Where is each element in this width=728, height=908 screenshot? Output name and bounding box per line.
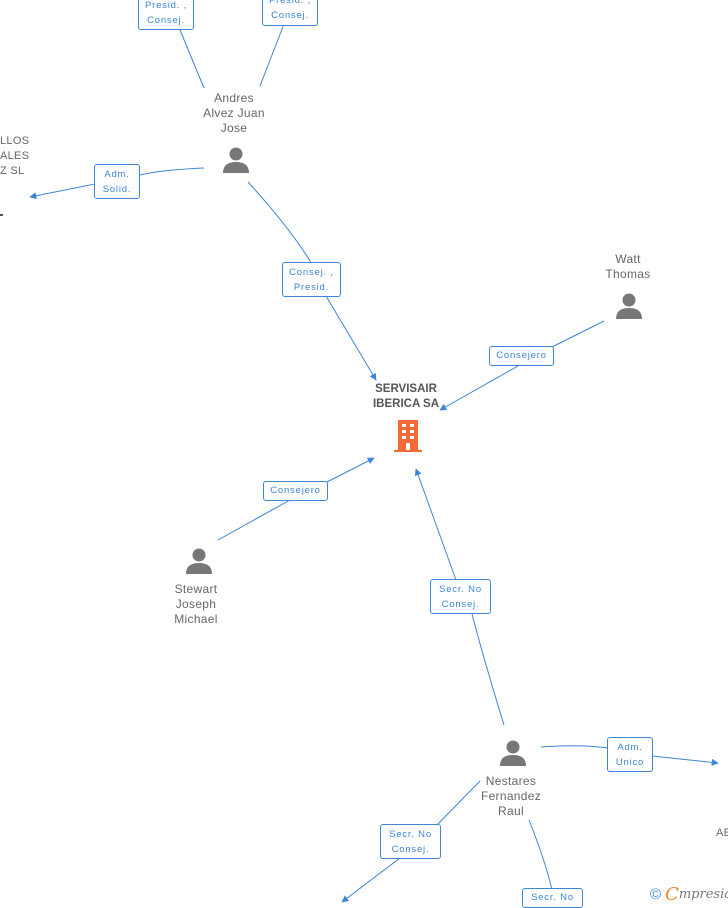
building-icon[interactable] (392, 418, 424, 454)
person-label-stewart[interactable]: Stewart Joseph Michael (156, 582, 236, 627)
relation-top-right[interactable]: Presid. , Consej. (262, 0, 318, 26)
partial-left-line1: LLOS (0, 135, 30, 147)
edge-andres-adm-solid (29, 167, 205, 200)
relation-top-right-line1: Presid. , (268, 0, 312, 6)
person-icon[interactable] (222, 146, 250, 174)
company-name[interactable]: SERVISAIR IBERICA SA (360, 382, 452, 412)
relation-adm-solid-line2: Solid. (102, 184, 132, 195)
partial-entity-right[interactable]: AE (716, 826, 728, 841)
edge-andres-top-left (179, 29, 205, 89)
person-watt-line2: Thomas (605, 267, 651, 281)
person-andres-line3: Jose (220, 121, 248, 135)
partial-left-line2: ALES (0, 150, 30, 162)
partial-left-line3: Z SL (0, 165, 25, 177)
relation-stewart-company[interactable]: Consejero (263, 481, 328, 501)
brand-name: mpresia (678, 886, 728, 902)
relation-adm-unico-line1: Adm. (617, 742, 643, 753)
relation-top-left[interactable]: Presid. , Consej. (138, 0, 194, 30)
edge-nestares-bottom-left (342, 780, 481, 902)
person-nestares-line3: Raul (498, 804, 524, 818)
relation-top-left-line1: Presid. , (144, 0, 188, 11)
relation-bottom-right-line1: Secr. No (531, 892, 574, 903)
person-watt-line1: Watt (615, 252, 641, 266)
person-stewart-line3: Michael (174, 612, 218, 626)
edge-nestares-bottom-right (528, 819, 553, 891)
relation-bottom-right[interactable]: Secr. No (522, 888, 583, 908)
partial-right-line1: AE (716, 827, 728, 839)
person-label-andres[interactable]: Andres Alvez Juan Jose (194, 91, 274, 136)
relation-nestares-company-line2: Consej. (441, 599, 480, 610)
person-andres-line1: Andres (214, 91, 254, 105)
relation-top-right-line2: Consej. (271, 10, 309, 21)
person-label-watt[interactable]: Watt Thomas (588, 252, 668, 282)
relation-adm-solid[interactable]: Adm. Solid. (94, 164, 140, 199)
relation-adm-solid-line1: Adm. (104, 169, 130, 180)
person-icon[interactable] (615, 292, 643, 320)
partial-entity-left[interactable]: LLOS ALES Z SL (0, 134, 29, 179)
person-label-nestares[interactable]: Nestares Fernandez Raul (471, 774, 551, 819)
relation-andres-company[interactable]: Consej. , Presid. (282, 262, 341, 297)
company-name-line1: SERVISAIR (375, 383, 437, 395)
relation-nestares-company[interactable]: Secr. No Consej. (430, 579, 491, 614)
person-nestares-line1: Nestares (485, 774, 537, 788)
relation-watt-company[interactable]: Consejero (489, 346, 554, 366)
person-stewart-line2: Joseph (175, 597, 217, 611)
edge-watt-company (440, 320, 605, 410)
relation-andres-company-line2: Presid. (293, 282, 330, 293)
relation-watt-company-line1: Consejero (496, 350, 547, 361)
relation-top-left-line2: Consej. (147, 15, 185, 26)
relation-adm-unico-line2: Unico (615, 757, 645, 768)
person-nestares-line2: Fernandez (480, 789, 542, 803)
relation-stewart-company-line1: Consejero (270, 485, 321, 496)
partial-node-marker (0, 214, 3, 216)
relation-andres-company-line1: Consej. , (289, 267, 334, 278)
relation-adm-unico[interactable]: Adm. Unico (607, 737, 653, 772)
company-name-line2: IBERICA SA (372, 398, 440, 410)
edge-andres-company (247, 181, 376, 380)
relation-bottom-left[interactable]: Secr. No Consej. (380, 824, 441, 859)
relation-bottom-left-line2: Consej. (391, 844, 430, 855)
relation-nestares-company-line1: Secr. No (439, 584, 482, 595)
copyright-icon: © (650, 885, 662, 903)
person-stewart-line1: Stewart (174, 582, 218, 596)
edge-nestares-company (416, 469, 505, 726)
edge-stewart-company (217, 458, 374, 541)
person-icon[interactable] (185, 547, 213, 575)
edge-nestares-adm-unico (540, 745, 718, 763)
person-icon[interactable] (499, 739, 527, 767)
relation-bottom-left-line1: Secr. No (389, 829, 432, 840)
brand-e: C (665, 883, 679, 905)
person-andres-line2: Alvez Juan (203, 106, 265, 120)
edge-andres-top-right (259, 23, 285, 87)
